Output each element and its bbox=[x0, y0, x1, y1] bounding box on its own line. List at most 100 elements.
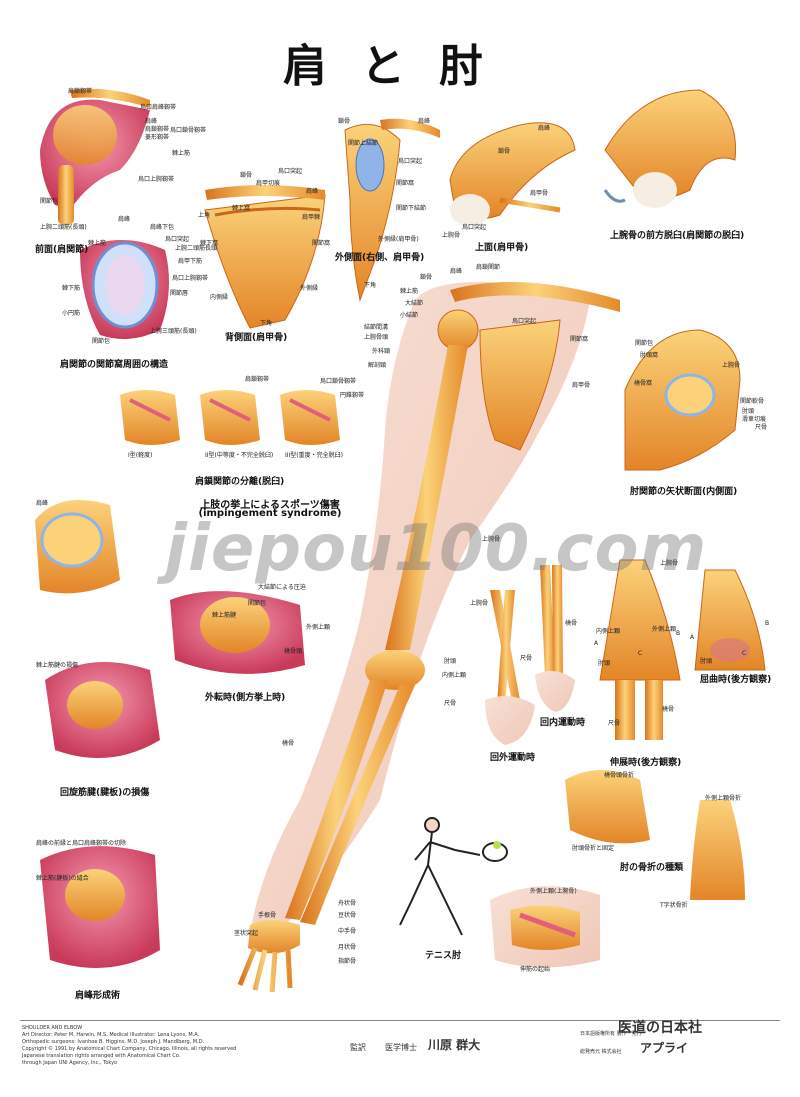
tennis-elbow-illustration bbox=[490, 886, 600, 968]
acromioplasty-caption: 肩峰形成術 bbox=[75, 991, 121, 1001]
label: 関節包 bbox=[635, 340, 654, 347]
label: 外側上顆骨折 bbox=[705, 795, 742, 802]
label: A bbox=[594, 640, 599, 647]
label: 烏口鎖骨靱帯 bbox=[320, 378, 357, 385]
elbow-extension-caption: 伸展時(後方観察) bbox=[610, 758, 682, 768]
label: 関節窩 bbox=[570, 336, 589, 343]
label: 烏口肩峰靱帯 bbox=[140, 104, 177, 111]
elbow-flexion-illustration bbox=[694, 569, 766, 671]
label: C bbox=[742, 650, 747, 657]
glenoid-illustration bbox=[80, 240, 169, 339]
label: 関節軟骨 bbox=[740, 398, 765, 405]
label: 棘上筋腱の損傷 bbox=[36, 662, 79, 669]
label: 下角 bbox=[260, 320, 273, 327]
label: 鎖骨 bbox=[498, 148, 511, 155]
label: 尺骨 bbox=[755, 424, 768, 431]
supervisor-name: 川原 群大 bbox=[428, 1038, 481, 1052]
supervisor-title: 医学博士 bbox=[385, 1043, 417, 1052]
label: 肩峰下包 bbox=[150, 224, 175, 231]
label: 橈骨 bbox=[282, 740, 295, 747]
supervisor-label: 監訳 bbox=[350, 1043, 366, 1052]
label: 鎖骨 bbox=[240, 172, 253, 179]
footer: SHOULDER AND ELBOW Art Director: Peter M… bbox=[20, 1020, 780, 1083]
label: 結節間溝 bbox=[364, 324, 389, 331]
forearm-rotation-illustration bbox=[485, 565, 575, 745]
label: 烏口突起 bbox=[165, 236, 190, 243]
label: 上腕骨 bbox=[660, 560, 679, 567]
fractures-caption: 肘の骨折の種類 bbox=[620, 863, 684, 873]
label: 肩峰 bbox=[145, 118, 158, 125]
dislocation-illustration bbox=[603, 89, 737, 208]
glenoid-caption: 肩関節の関節窩周囲の構造 bbox=[60, 360, 169, 370]
label: 尺骨 bbox=[444, 700, 457, 707]
distributor-line: 総発売元 株式会社 bbox=[580, 1049, 622, 1055]
main-arm-illustration bbox=[237, 282, 620, 993]
publisher-line: 日本語版権所有 製作・発行 bbox=[580, 1031, 642, 1037]
label: 棘上窩 bbox=[232, 205, 251, 212]
impingement-illustration bbox=[35, 500, 120, 594]
label: 外側上顆 bbox=[306, 624, 331, 631]
lateral-rotation-caption: 外転時(側方挙上時) bbox=[205, 693, 286, 703]
label: 肩峰 bbox=[118, 216, 131, 223]
label: 上腕骨 bbox=[470, 600, 489, 607]
scapula-top-caption: 上面(肩甲骨) bbox=[475, 243, 529, 253]
label: 上腕三頭筋(長頭) bbox=[150, 328, 197, 335]
label: 上腕骨 bbox=[442, 232, 461, 239]
label: 内側縁 bbox=[210, 294, 229, 301]
label: 橈骨頭 bbox=[284, 648, 303, 655]
label: 肩甲下筋 bbox=[178, 258, 203, 265]
credit-line: SHOULDER AND ELBOW bbox=[22, 1025, 83, 1031]
label: 手根骨 bbox=[258, 912, 277, 919]
label: 下角 bbox=[364, 282, 377, 289]
label: 関節下結節 bbox=[396, 205, 427, 212]
credit-line: through Japan UNI Agency, Inc., Tokyo bbox=[22, 1060, 118, 1066]
label: 肩鎖靱帯 bbox=[68, 88, 93, 95]
label: 茎状突起 bbox=[234, 930, 259, 937]
label: 烏口突起 bbox=[398, 158, 423, 165]
label: 関節窩 bbox=[396, 180, 415, 187]
scapula-back-illustration bbox=[204, 185, 326, 329]
label: 舟状骨 bbox=[338, 900, 357, 907]
label: 外側縁(肩甲骨) bbox=[378, 236, 419, 243]
label: 烏口鎖骨靱帯 bbox=[170, 127, 207, 134]
label: 棘上筋 bbox=[400, 288, 419, 295]
label: 烏口上腕靱帯 bbox=[138, 176, 175, 183]
rotator-cuff-caption: 回旋筋腱(腱板)の損傷 bbox=[60, 788, 150, 798]
scapula-lateral-illustration bbox=[344, 118, 440, 302]
label: III型(重度・完全脱臼) bbox=[285, 452, 343, 459]
elbow-flexion-caption: 屈曲時(後方観察) bbox=[700, 675, 772, 685]
label: 関節包 bbox=[92, 338, 111, 345]
label: 肩鎖靱帯 bbox=[245, 376, 270, 383]
label: 鎖骨 bbox=[338, 118, 351, 125]
label: 肩峰 bbox=[306, 188, 319, 195]
label: 肩峰 bbox=[450, 268, 463, 275]
label: B bbox=[765, 620, 770, 627]
label: 小結節 bbox=[400, 312, 419, 319]
pronation-caption: 回外運動時 bbox=[490, 753, 536, 763]
label: 肩甲骨 bbox=[572, 382, 591, 389]
credit-line: Japanese translation rights arranged wit… bbox=[22, 1053, 181, 1059]
impingement-caption: 上肢の挙上によるスポーツ傷害 bbox=[200, 500, 340, 511]
label: 肘頭 bbox=[444, 658, 457, 665]
fractures-illustration bbox=[565, 770, 745, 900]
label: 棘上筋 bbox=[172, 150, 191, 157]
label: 関節窩 bbox=[312, 240, 331, 247]
elbow-extension-illustration bbox=[599, 559, 681, 740]
elbow-sagittal-caption: 肘関節の矢状断面(内側面) bbox=[630, 487, 738, 497]
label: 上腕二頭筋(長頭) bbox=[40, 224, 87, 231]
label: 尺骨 bbox=[520, 655, 533, 662]
impingement-caption-en: (impingement syndrome) bbox=[198, 508, 342, 519]
label: 肩甲切痕 bbox=[256, 180, 281, 187]
front-shoulder-illustration bbox=[40, 88, 150, 225]
label: 上腕骨頭 bbox=[364, 334, 389, 341]
label: 伸筋の起始 bbox=[520, 966, 551, 973]
label: 小円筋 bbox=[62, 310, 81, 317]
label: 菱形靱帯 bbox=[145, 134, 170, 141]
rotator-cuff-illustration bbox=[45, 662, 160, 758]
label: A bbox=[690, 634, 695, 641]
label: 棘下窩 bbox=[200, 240, 219, 247]
label: 中手骨 bbox=[338, 928, 357, 935]
credit-line: Copyright © 1991 by Anatomical Chart Com… bbox=[22, 1046, 237, 1052]
label: 鎖骨 bbox=[420, 274, 433, 281]
